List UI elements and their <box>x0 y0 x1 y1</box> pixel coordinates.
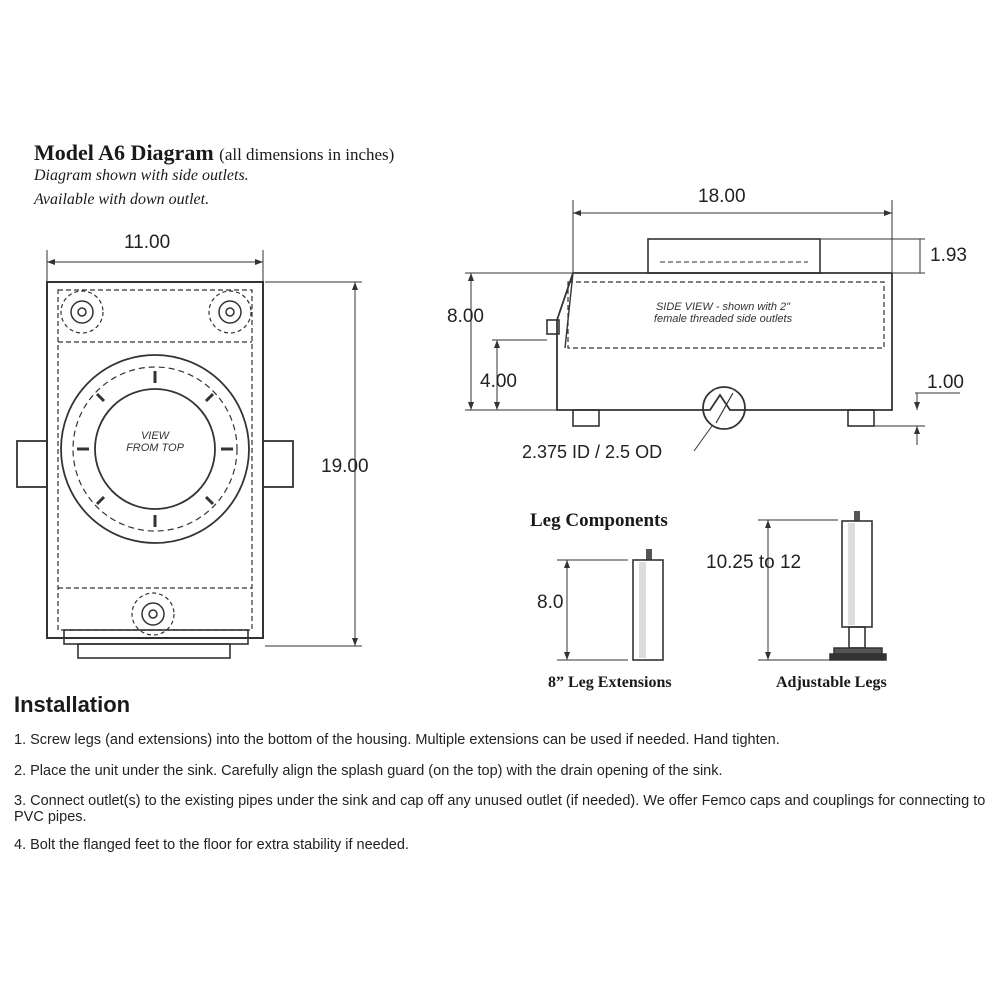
top-view-caption-line-1: VIEW <box>140 430 170 442</box>
guard-height-label: 1.93 <box>930 245 967 266</box>
side-view-drawing <box>465 200 960 452</box>
installation-step-1: 1. Screw legs (and extensions) into the … <box>14 732 780 748</box>
side-view-caption-line-2: female threaded side outlets <box>653 313 793 325</box>
extension-caption: 8” Leg Extensions <box>548 674 672 691</box>
installation-step-2: 2. Place the unit under the sink. Carefu… <box>14 763 723 779</box>
title-text: Model A6 Diagram <box>34 140 214 165</box>
installation-heading: Installation <box>14 692 131 717</box>
top-view-drawing <box>16 250 362 659</box>
installation-step-3: 3. Connect outlet(s) to the existing pip… <box>14 793 986 825</box>
extension-dim-label: 8.0 <box>537 592 564 613</box>
title-note: (all dimensions in inches) <box>219 145 395 164</box>
adjustable-dim-label: 10.25 to 12 <box>706 552 802 573</box>
leg-extension-drawing <box>557 549 664 661</box>
adjustable-leg-drawing <box>758 511 887 661</box>
foot-height-label: 1.00 <box>927 372 964 393</box>
top-view-caption-line-2: FROM TOP <box>126 442 184 454</box>
adjustable-caption: Adjustable Legs <box>776 674 887 691</box>
outlet-height-label: 4.00 <box>480 371 517 392</box>
installation-step-4: 4. Bolt the flanged feet to the floor fo… <box>14 837 409 853</box>
pipe-size-label: 2.375 ID / 2.5 OD <box>522 442 663 462</box>
leg-components-title: Leg Components <box>530 510 668 531</box>
subtitle-line-2: Available with down outlet. <box>34 191 210 208</box>
top-view-caption: VIEW FROM TOP <box>115 430 195 454</box>
side-view-caption-line-1: SIDE VIEW - shown with 2" <box>655 301 791 313</box>
side-width-label: 18.00 <box>698 186 746 207</box>
side-height-label: 8.00 <box>447 306 484 327</box>
top-height-label: 19.00 <box>321 456 369 477</box>
side-view-caption: SIDE VIEW - shown with 2" female threade… <box>608 301 838 325</box>
top-width-label: 11.00 <box>124 232 171 253</box>
diagram-title: Model A6 Diagram (all dimensions in inch… <box>34 140 394 166</box>
subtitle-line-1: Diagram shown with side outlets. <box>34 167 249 184</box>
